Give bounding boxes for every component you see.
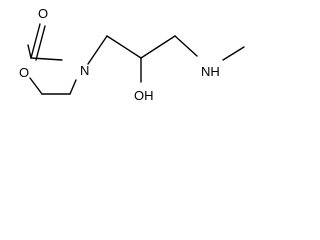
bond-ch2-chOH bbox=[106, 35, 142, 59]
bond-c2-o-carbonyl-2 bbox=[35, 25, 46, 61]
carbonyl-oxygen-label: O bbox=[38, 6, 48, 21]
bond-c4-n3 bbox=[69, 79, 77, 95]
bond-nh-ch3 bbox=[222, 46, 245, 61]
bond-ch2-nh bbox=[174, 35, 198, 57]
bond-c5-o1 bbox=[29, 77, 43, 95]
molecule-structure: O O N OH NH bbox=[19, 6, 245, 103]
amine-label: NH bbox=[201, 64, 220, 79]
ring-oxygen-label: O bbox=[19, 65, 29, 80]
bond-c2-o-carbonyl-1 bbox=[30, 23, 41, 59]
bond-c2-o1 bbox=[27, 44, 32, 59]
bond-chOH-ch2 bbox=[140, 35, 176, 59]
bond-n3-ch2 bbox=[87, 35, 108, 65]
hydroxyl-label: OH bbox=[134, 88, 154, 103]
structure-canvas: O O N OH NH bbox=[0, 0, 248, 115]
ring-nitrogen-label: N bbox=[80, 63, 89, 78]
